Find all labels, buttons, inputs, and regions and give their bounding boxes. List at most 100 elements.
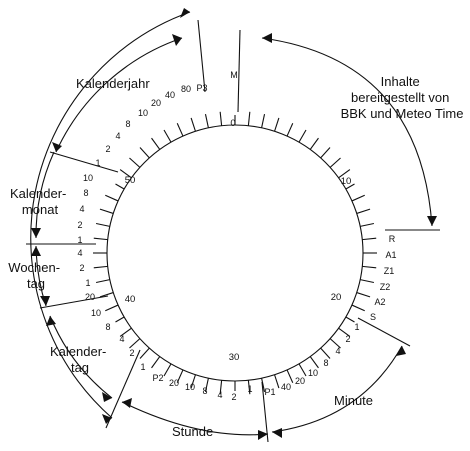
marker-p1: P1: [264, 387, 275, 397]
second-tick: [129, 157, 141, 168]
stunde-arc: [121, 401, 269, 436]
second-tick: [274, 117, 280, 132]
second-ticks: [93, 111, 377, 395]
separator-p3: [197, 19, 206, 93]
kalendermonat-weight: 4: [79, 204, 84, 214]
second-20: 20: [331, 292, 342, 303]
marker-z1: Z1: [384, 266, 395, 276]
second-tick: [95, 222, 110, 227]
stunde-weight: 20: [169, 378, 179, 388]
second-tick: [139, 147, 150, 159]
second-tick: [329, 338, 341, 349]
second-40: 40: [125, 294, 136, 305]
stunde-weight: 10: [185, 382, 195, 392]
second-tick: [176, 123, 184, 137]
arrow-icon: [427, 216, 437, 226]
wochentag-weight: 2: [79, 263, 84, 273]
second-tick: [93, 237, 108, 241]
second-tick: [105, 194, 119, 202]
arrow-icon: [272, 428, 282, 438]
label-stunde: Stunde: [172, 424, 213, 439]
kalendertag-weight: 20: [85, 292, 95, 302]
second-tick: [338, 327, 351, 337]
label-kalendermonat: Kalender- monat: [10, 186, 70, 217]
marker-a2: A2: [374, 297, 385, 307]
kalenderjahr-weight: 20: [151, 98, 161, 108]
second-tick: [247, 111, 251, 126]
label-inhalte: Inhalte bereitgestellt von BBK und Meteo…: [341, 74, 464, 121]
second-tick: [298, 129, 307, 143]
second-tick: [99, 292, 114, 298]
stunde-weight: 2: [231, 392, 236, 402]
second-tick: [151, 356, 161, 369]
kalendertag-weight: 10: [91, 308, 101, 318]
arrow-icon: [396, 346, 406, 356]
arrow-icon: [102, 392, 112, 402]
second-tick: [309, 356, 319, 369]
minute-weight: 40: [281, 382, 291, 392]
second-tick: [345, 183, 355, 190]
arrow-icon: [31, 246, 41, 256]
kalendertag-weight: 2: [129, 348, 134, 358]
minute-weight: 10: [308, 368, 318, 378]
marker-p2: P2: [152, 373, 163, 383]
minute-weight: 4: [335, 346, 340, 356]
minute-arc: [271, 345, 403, 433]
marker-r: R: [389, 234, 396, 244]
second-tick: [176, 369, 184, 383]
second-tick: [163, 363, 172, 377]
kalenderjahr-weight: 10: [138, 108, 148, 118]
second-tick: [360, 279, 375, 284]
arrow-icon: [258, 430, 268, 440]
arrow-icon: [40, 296, 50, 306]
arrow-icon: [52, 142, 62, 152]
second-tick: [274, 374, 280, 389]
second-10: 10: [341, 176, 352, 187]
second-tick: [99, 208, 114, 214]
arrow-icon: [122, 398, 132, 408]
second-tick: [345, 316, 355, 323]
inhalte-arc: [261, 37, 433, 227]
arrow-icon: [172, 34, 182, 46]
second-tick: [309, 137, 319, 150]
kalenderjahr-weight: 40: [165, 90, 175, 100]
kalenderjahr-weight: 4: [115, 131, 120, 141]
separator-p2: [105, 349, 141, 429]
wochentag-weight: 4: [77, 248, 82, 258]
second-30: 30: [229, 352, 240, 363]
kalendermonat-weight: 10: [83, 173, 93, 183]
separator-m: [237, 29, 241, 113]
kalenderjahr-weight: 2: [105, 144, 110, 154]
label-kalenderjahr: Kalenderjahr: [76, 76, 150, 91]
label-minute: Minute: [334, 393, 373, 408]
second-tick: [151, 137, 161, 150]
second-tick: [204, 378, 209, 393]
label-wochentag: Wochen- tag: [8, 260, 63, 291]
inner-circle: [106, 124, 364, 382]
outer-arc: [30, 11, 191, 419]
second-tick: [163, 129, 172, 143]
kalendertag-weight: 1: [140, 362, 145, 372]
minute-weight: 1: [354, 322, 359, 332]
kalendermonat-weight: 8: [83, 188, 88, 198]
separator-minute: [357, 317, 411, 347]
second-tick: [119, 169, 132, 179]
arrow-icon: [262, 33, 272, 43]
second-tick: [351, 194, 365, 202]
minute-weight: 8: [323, 358, 328, 368]
second-tick: [362, 237, 377, 241]
second-tick: [298, 363, 307, 377]
second-tick: [105, 304, 119, 312]
second-50: 50: [125, 175, 136, 186]
separator-monat: [49, 151, 119, 173]
kalendertag-weight: 4: [119, 334, 124, 344]
kalendermonat-weight: 1: [77, 235, 82, 245]
second-tick: [219, 111, 223, 126]
marker-p3: P3: [196, 83, 207, 93]
second-tick: [351, 304, 365, 312]
kalendertag-weight: 8: [105, 322, 110, 332]
second-tick: [320, 347, 331, 359]
second-tick: [190, 117, 196, 132]
second-tick: [261, 378, 266, 393]
